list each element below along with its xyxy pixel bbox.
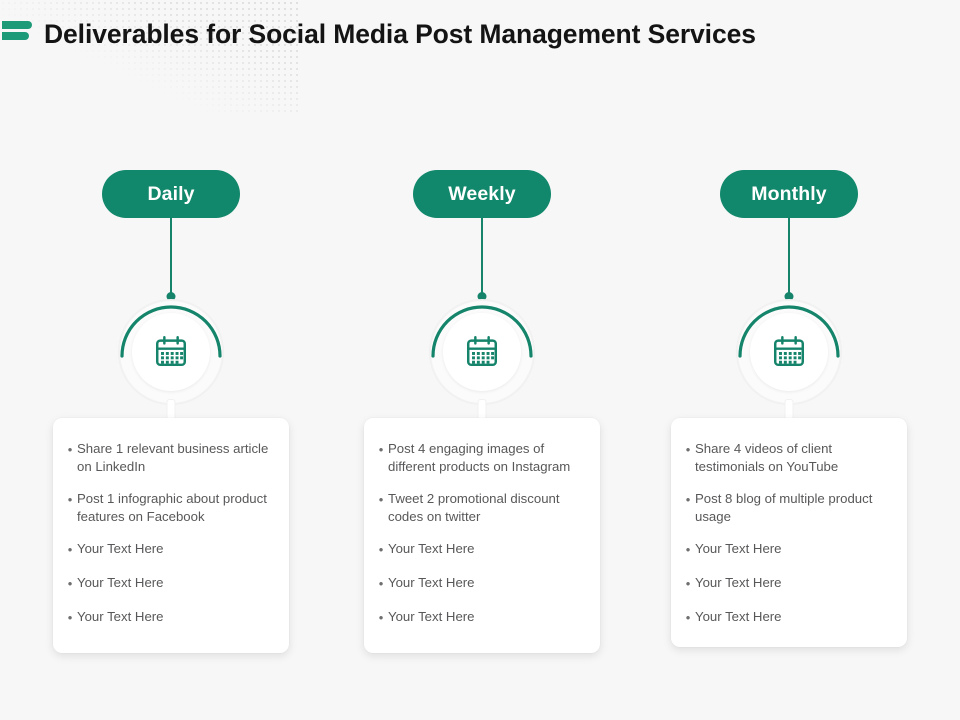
bullet-dot-icon: • xyxy=(685,576,691,591)
list-item: • Your Text Here xyxy=(681,608,893,627)
page-title: Deliverables for Social Media Post Manag… xyxy=(44,19,756,49)
connector-line-bottom xyxy=(785,400,793,430)
list-item-label: Post 8 blog of multiple product usage xyxy=(695,491,873,524)
list-item-label: Your Text Here xyxy=(695,609,782,624)
list-item-label: Your Text Here xyxy=(695,575,782,590)
pill-label: Daily xyxy=(147,182,195,205)
pill-label: Monthly xyxy=(751,182,827,205)
list-item: • Your Text Here xyxy=(63,608,275,627)
list-item-label: Your Text Here xyxy=(388,609,475,624)
deliverable-card: • Post 4 engaging images of different pr… xyxy=(364,418,600,653)
deliverable-card: • Share 4 videos of client testimonials … xyxy=(671,418,907,647)
bullet-dot-icon: • xyxy=(67,492,73,507)
node-inner-disc xyxy=(750,313,828,391)
slide-header: Deliverables for Social Media Post Manag… xyxy=(0,0,960,72)
node-accent-arc-icon xyxy=(738,305,840,358)
node-circle-weekly xyxy=(430,300,534,404)
node-circle-daily xyxy=(119,300,223,404)
connector-line-top xyxy=(788,218,790,296)
list-item-label: Tweet 2 promotional discount codes on tw… xyxy=(388,491,560,524)
node-inner-disc xyxy=(443,313,521,391)
connector-dot xyxy=(477,292,487,301)
list-item-label: Your Text Here xyxy=(77,575,164,590)
list-item: • Share 1 relevant business article on L… xyxy=(63,440,275,475)
bullet-dot-icon: • xyxy=(685,542,691,557)
list-item: • Tweet 2 promotional discount codes on … xyxy=(374,490,586,525)
list-item-label: Your Text Here xyxy=(695,541,782,556)
list-item: • Your Text Here xyxy=(63,574,275,593)
deliverables-columns: Daily xyxy=(0,150,960,670)
calendar-icon xyxy=(155,336,187,367)
list-item: • Post 8 blog of multiple product usage xyxy=(681,490,893,525)
list-item-label: Your Text Here xyxy=(388,575,475,590)
node-accent-arc-icon xyxy=(431,305,533,358)
node-inner-disc xyxy=(132,313,210,391)
bullet-dot-icon: • xyxy=(685,442,691,457)
list-item: • Post 4 engaging images of different pr… xyxy=(374,440,586,475)
column-pill-monthly[interactable]: Monthly xyxy=(720,170,858,218)
list-item: • Your Text Here xyxy=(681,540,893,559)
bullet-dot-icon: • xyxy=(67,442,73,457)
list-item: • Your Text Here xyxy=(374,608,586,627)
list-item-label: Share 4 videos of client testimonials on… xyxy=(695,441,839,474)
bullet-dot-icon: • xyxy=(378,610,384,625)
list-item: • Your Text Here xyxy=(374,540,586,559)
connector-dot xyxy=(166,292,176,301)
connector-line-bottom xyxy=(478,400,486,430)
bullet-dot-icon: • xyxy=(378,576,384,591)
column-pill-weekly[interactable]: Weekly xyxy=(413,170,551,218)
bullet-dot-icon: • xyxy=(378,542,384,557)
list-item: • Share 4 videos of client testimonials … xyxy=(681,440,893,475)
calendar-icon xyxy=(773,336,805,367)
bullet-dot-icon: • xyxy=(685,610,691,625)
column-pill-daily[interactable]: Daily xyxy=(102,170,240,218)
node-accent-arc-icon xyxy=(120,305,222,358)
list-item-label: Your Text Here xyxy=(388,541,475,556)
double-bar-logo-icon xyxy=(2,21,36,44)
calendar-icon xyxy=(466,336,498,367)
list-item-label: Post 4 engaging images of different prod… xyxy=(388,441,571,474)
list-item-label: Your Text Here xyxy=(77,609,164,624)
list-item-label: Post 1 infographic about product feature… xyxy=(77,491,267,524)
list-item: • Your Text Here xyxy=(63,540,275,559)
bullet-dot-icon: • xyxy=(67,542,73,557)
connector-dot xyxy=(784,292,794,301)
list-item: • Your Text Here xyxy=(374,574,586,593)
list-item-label: Your Text Here xyxy=(77,541,164,556)
pill-label: Weekly xyxy=(448,182,516,205)
list-item: • Your Text Here xyxy=(681,574,893,593)
connector-line-bottom xyxy=(167,400,175,430)
connector-line-top xyxy=(481,218,483,296)
node-circle-monthly xyxy=(737,300,841,404)
bullet-dot-icon: • xyxy=(378,492,384,507)
bullet-dot-icon: • xyxy=(67,576,73,591)
deliverable-card: • Share 1 relevant business article on L… xyxy=(53,418,289,653)
list-item: • Post 1 infographic about product featu… xyxy=(63,490,275,525)
bullet-dot-icon: • xyxy=(378,442,384,457)
bullet-dot-icon: • xyxy=(685,492,691,507)
list-item-label: Share 1 relevant business article on Lin… xyxy=(77,441,269,474)
connector-line-top xyxy=(170,218,172,296)
bullet-dot-icon: • xyxy=(67,610,73,625)
